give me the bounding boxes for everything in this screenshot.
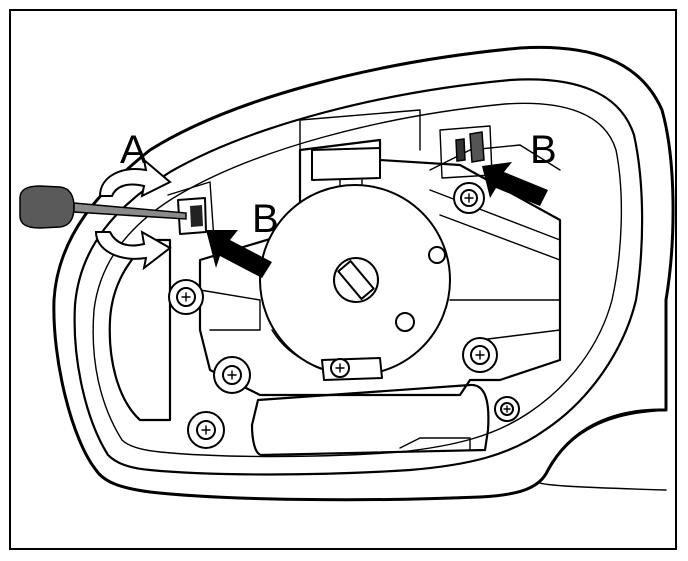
mirror-arm xyxy=(546,408,668,472)
clip-left-inner xyxy=(190,205,203,227)
screw-6 xyxy=(494,396,520,422)
mirror-arm-edge xyxy=(537,481,667,491)
lower-clip xyxy=(399,437,471,451)
screw-1 xyxy=(168,279,204,315)
mount-ridge-4 xyxy=(449,299,561,341)
push-arrow-icon xyxy=(206,230,272,278)
mirror-housing-innermost xyxy=(92,102,623,458)
motor-pivot xyxy=(333,257,379,303)
clip-right-2 xyxy=(469,131,485,163)
clip-right-1 xyxy=(455,138,466,162)
motor-pin-right xyxy=(428,246,446,264)
lower-channel xyxy=(250,383,490,457)
push-arrow-icon xyxy=(482,162,548,206)
motor-small-hole xyxy=(395,312,415,332)
mount-ridge-1 xyxy=(299,109,421,151)
mirror-housing-inner-rim xyxy=(73,78,644,476)
screw-7 xyxy=(330,358,350,378)
screw-3 xyxy=(187,411,225,449)
mount-ridge-6 xyxy=(429,144,561,171)
screwdriver-icon xyxy=(19,185,187,229)
label-b-left: B xyxy=(252,197,279,241)
mount-ridge-2 xyxy=(429,189,561,241)
mirror-housing-outer xyxy=(52,45,675,502)
clip-left-bracket xyxy=(167,181,215,241)
label-b-right: B xyxy=(530,128,557,172)
screw-5 xyxy=(462,337,498,373)
screw-4 xyxy=(453,182,485,214)
mount-ridge-5 xyxy=(199,289,261,331)
motor-top-tab xyxy=(311,147,381,181)
label-a: A xyxy=(120,128,147,172)
rotate-arrow-icon xyxy=(94,157,172,271)
mount-ridge-3 xyxy=(439,214,561,261)
screw-2 xyxy=(213,356,251,394)
